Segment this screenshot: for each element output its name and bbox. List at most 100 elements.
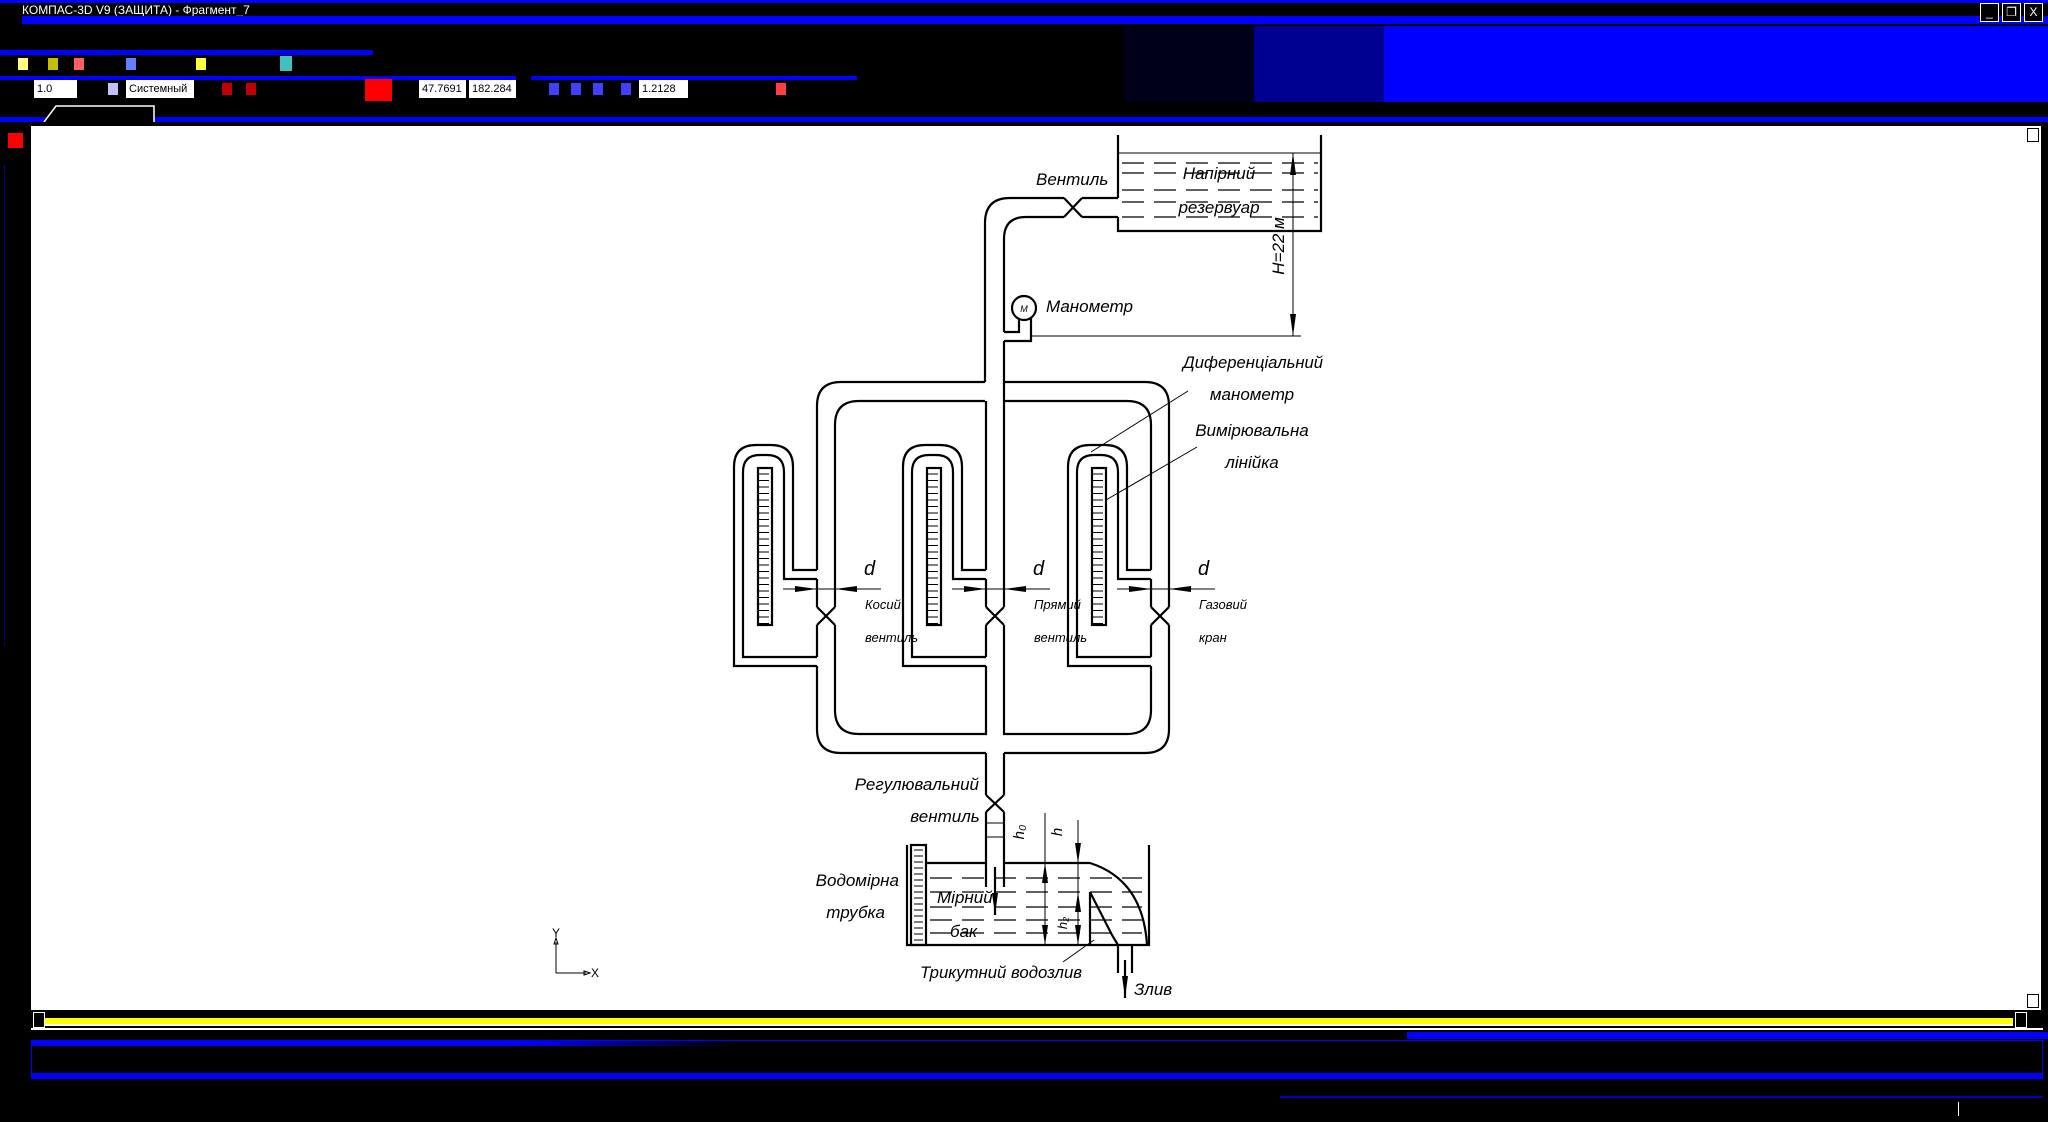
coord-y-field[interactable]: 182.284 — [469, 80, 516, 98]
ruler-label-1: Вимірювальна — [1195, 421, 1309, 440]
gauge-label-1: Водомірна — [816, 871, 899, 890]
valve-label: Вентиль — [1036, 170, 1108, 189]
restore-button[interactable]: ❐ — [2002, 3, 2021, 22]
print-icon[interactable] — [126, 58, 136, 70]
local-snap-icon[interactable] — [246, 83, 256, 95]
diameter-label: d — [1198, 558, 1210, 580]
status-bar-line — [1280, 1096, 2043, 1098]
current-state-toolbar: 1.0 Системный 47.7691 182.284 — [0, 76, 520, 102]
panel-header — [32, 1041, 732, 1046]
diff-manometer-label-1: Диференціальний — [1181, 353, 1323, 372]
diameter-arrows — [795, 586, 857, 592]
snap-icon[interactable] — [222, 83, 232, 95]
diameter-arrows — [964, 586, 1026, 592]
save-icon[interactable] — [74, 58, 84, 70]
view-toolbar: 1.2128 — [531, 76, 861, 102]
valve-type-label-1: Прямий — [1034, 597, 1081, 612]
manometer: М Манометр — [1004, 294, 1133, 343]
regulating-valve-label-1: Регулювальний — [855, 775, 980, 794]
zoom-window-icon[interactable] — [593, 83, 603, 95]
manager-icon[interactable] — [280, 56, 292, 71]
drain-label: Злив — [1134, 980, 1172, 999]
pressure-reservoir: Напірний резервуар — [1116, 135, 1323, 233]
properties-icon[interactable] — [196, 58, 206, 70]
scroll-down-button[interactable] — [2027, 994, 2039, 1008]
layer-icon[interactable] — [108, 83, 118, 95]
reservoir-label-2: резервуар — [1177, 198, 1259, 217]
tank-label-2: бак — [950, 922, 978, 941]
scroll-left-button[interactable] — [33, 1012, 45, 1028]
ortho-mode-button[interactable] — [365, 79, 392, 101]
height-dimension: H=22 м — [1031, 153, 1301, 337]
title-bar-top-edge — [0, 0, 2048, 3]
measuring-ruler — [925, 466, 943, 627]
diff-manometer-label-2: манометр — [1210, 385, 1294, 404]
valve-icon — [816, 606, 836, 626]
h-label: h — [1049, 828, 1066, 836]
tab-strip — [0, 117, 2048, 122]
diameter-arrows — [1129, 586, 1191, 592]
diameter-label: d — [864, 558, 876, 580]
weir-label: Трикутний водозлив — [920, 963, 1082, 982]
line-scale-field[interactable]: 1.0 — [34, 80, 77, 98]
toolbar-dock-dark — [1124, 26, 1254, 102]
coordinate-axes-icon: Y X — [552, 926, 599, 980]
toolbar-dock-mid — [1254, 26, 1384, 102]
open-folder-icon[interactable] — [48, 58, 58, 70]
redraw-icon[interactable] — [776, 83, 786, 95]
reservoir-label-1: Напірний — [1183, 164, 1256, 183]
nappe-curve — [1089, 861, 1149, 946]
scroll-up-button[interactable] — [2027, 128, 2039, 142]
axis-x-label: X — [591, 966, 599, 980]
geometry-panel-icon[interactable] — [8, 133, 23, 148]
valve-type-label-2: вентиль — [1034, 630, 1087, 645]
tab-fragment-7[interactable] — [40, 104, 160, 122]
toolbar-band — [531, 76, 857, 80]
coord-x-field[interactable]: 47.7691 — [419, 80, 466, 98]
window-title: КОМПАС-3D V9 (ЗАЩИТА) - Фрагмент_7 — [22, 3, 250, 17]
measuring-tank: h₀ h h₂ Водомірна трубка Мірний бак Трик… — [816, 813, 1172, 999]
leader-line — [1090, 390, 1189, 453]
scroll-track[interactable] — [45, 1018, 2013, 1026]
valve-type-label-2: кран — [1199, 630, 1227, 645]
axis-y-label: Y — [552, 926, 560, 940]
toolbar-band — [0, 50, 373, 55]
h2-label: h₂ — [1055, 917, 1070, 929]
valve-type-label-1: Газовий — [1199, 597, 1247, 612]
toolbar-band — [0, 76, 516, 80]
weir-leader — [1062, 939, 1095, 963]
diameter-label: d — [1033, 558, 1045, 580]
toolbar-dock-blue — [1384, 26, 2048, 102]
divider — [31, 1028, 2043, 1030]
vertical-scrollbar[interactable] — [2024, 126, 2041, 1010]
measuring-ruler — [1090, 466, 1108, 627]
ruler-label-2: лінійка — [1224, 453, 1278, 472]
zoom-field[interactable]: 1.2128 — [639, 80, 688, 98]
zoom-scale-icon[interactable] — [621, 83, 631, 95]
gauge-label-2: трубка — [826, 903, 885, 922]
horizontal-scrollbar[interactable] — [31, 1010, 2041, 1028]
zoom-out-icon[interactable] — [571, 83, 581, 95]
valve-type-label-2: вентиль — [865, 630, 918, 645]
compact-toolbar — [0, 126, 26, 666]
valve-icon — [1150, 606, 1170, 626]
minimize-button[interactable]: _ — [1980, 3, 1999, 22]
tank-label-1: Мірний — [937, 888, 993, 907]
layer-field[interactable]: Системный — [126, 80, 194, 98]
leader-line — [1105, 446, 1198, 501]
valve-type-label-1: Косий — [865, 597, 901, 612]
close-button[interactable]: X — [2024, 3, 2043, 22]
height-value: H=22 м — [1269, 217, 1288, 275]
h0-label: h₀ — [1011, 825, 1028, 840]
scroll-right-button[interactable] — [2015, 1012, 2027, 1028]
manifold-loop — [815, 380, 1171, 755]
zoom-in-icon[interactable] — [549, 83, 559, 95]
new-document-icon[interactable] — [18, 58, 28, 70]
title-bar-band — [22, 16, 2048, 24]
regulating-valve: Регулювальний вентиль — [855, 753, 1006, 887]
regulating-valve-label-2: вентиль — [910, 807, 979, 826]
